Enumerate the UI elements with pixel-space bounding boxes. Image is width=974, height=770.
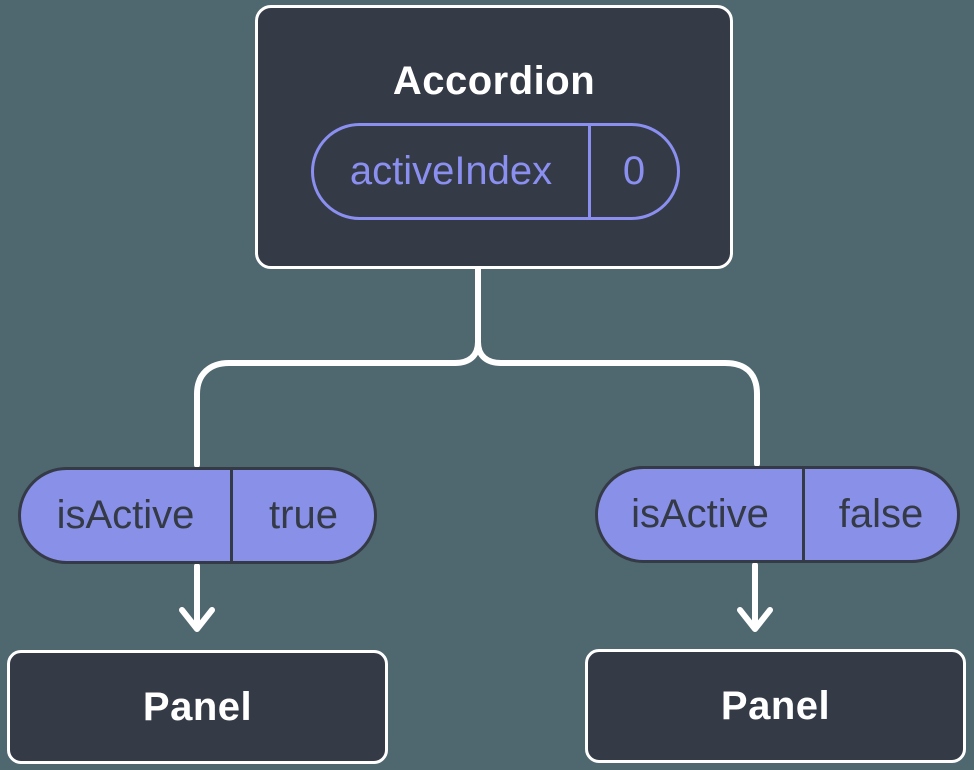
accordion-node: Accordion activeIndex 0	[255, 5, 733, 269]
prop-pill-key: isActive	[598, 469, 805, 560]
arrow-down-icon-left	[179, 563, 215, 632]
state-pill-value: 0	[622, 149, 646, 193]
panel-node-title: Panel	[142, 684, 253, 729]
accordion-node-title: Accordion	[392, 58, 596, 103]
prop-pill-value: true	[269, 493, 338, 537]
prop-pill-key: isActive	[21, 470, 233, 561]
panel-node-left: Panel	[7, 650, 388, 764]
panel-node-title: Panel	[720, 683, 831, 728]
prop-pill-isactive-true: isActive true	[18, 467, 377, 564]
state-pill-activeindex: activeIndex 0	[311, 123, 680, 220]
prop-pill-value: false	[838, 492, 924, 536]
arrow-down-icon-right	[737, 562, 773, 632]
connector-left-branch	[194, 265, 481, 468]
prop-pill-isactive-false: isActive false	[595, 466, 960, 563]
connector-right-branch	[475, 339, 760, 467]
state-pill-key: activeIndex	[314, 126, 591, 217]
panel-node-right: Panel	[585, 649, 966, 763]
